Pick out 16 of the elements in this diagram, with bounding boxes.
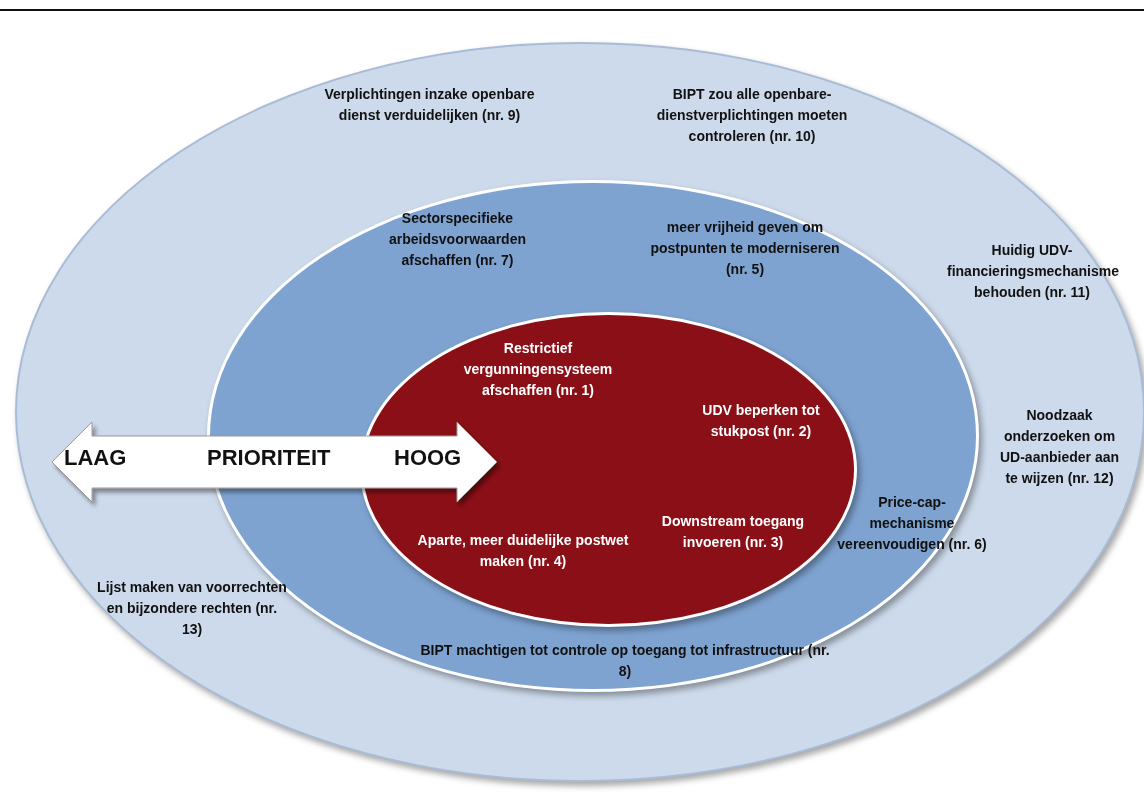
ellipse-item-label: BIPT zou alle openbare-dienstverplichtingen moeten controleren (nr. 10)	[617, 84, 887, 147]
ellipse-item-label: BIPT machtigen tot controle op toegang tot infrastructuur (nr. 8)	[420, 640, 830, 682]
arrow-label: PRIORITEIT	[207, 445, 331, 471]
ellipse-item-label: meer vrijheid geven om postpunten te moderniseren (nr. 5)	[650, 217, 840, 280]
arrow-label: LAAG	[64, 445, 127, 471]
ellipse-item-label: Huidig UDV-financieringsmechanisme behouden (nr. 11)	[947, 240, 1117, 303]
ellipse-item-label: Noodzaak onderzoeken om UD-aanbieder aan te wijzen (nr. 12)	[992, 405, 1127, 489]
ellipse-item-label: Downstream toegang invoeren (nr. 3)	[658, 511, 808, 553]
ellipse-item-label: Verplichtingen inzake openbare dienst verduidelijken (nr. 9)	[322, 84, 537, 126]
ellipse-item-label: Aparte, meer duidelijke postwet maken (nr. 4)	[413, 530, 633, 572]
ellipse-item-label: Restrictief vergunningensysteem afschaffen (nr. 1)	[428, 338, 648, 401]
ellipse-item-label: Lijst maken van voorrechten en bijzondere rechten (nr. 13)	[97, 577, 287, 640]
ellipse-item-label: UDV beperken tot stukpost (nr. 2)	[676, 400, 846, 442]
double-arrow	[52, 422, 497, 502]
ellipse-item-label: Sectorspecifieke arbeidsvoorwaarden afschaffen (nr. 7)	[360, 208, 555, 271]
arrow-label: HOOG	[394, 445, 462, 471]
